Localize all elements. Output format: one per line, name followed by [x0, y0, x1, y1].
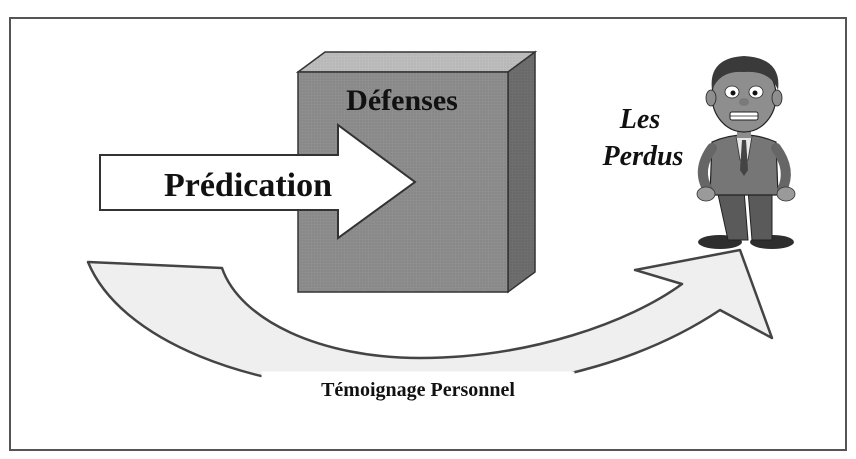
defenses-label: Défenses [346, 84, 458, 117]
defenses-box-top [295, 51, 538, 73]
witness-curved-arrow [86, 248, 774, 394]
lost-label-line1: Les [619, 104, 661, 135]
witness-label-box [261, 371, 575, 407]
defenses-box-side [507, 50, 536, 294]
lost-label-line2: Perdus [602, 141, 684, 172]
witness-label: Témoignage Personnel [321, 379, 515, 401]
cartoon-man-icon [696, 56, 796, 249]
preaching-arrow [99, 123, 417, 240]
preaching-label: Prédication [164, 167, 332, 204]
